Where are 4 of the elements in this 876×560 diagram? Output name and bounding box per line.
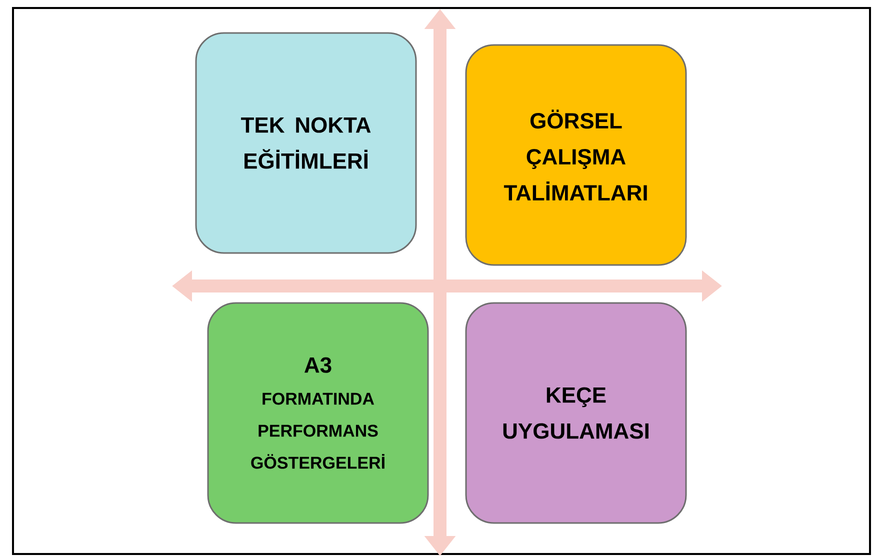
- rounded-box: KEÇE UYGULAMASI: [465, 302, 687, 524]
- rounded-box: TEK NOKTA EĞİTİMLERİ: [195, 32, 417, 254]
- rounded-box: A3 FORMATINDA PERFORMANS GÖSTERGELERİ: [207, 302, 429, 524]
- rounded-box: GÖRSEL ÇALIŞMA TALİMATLARI: [465, 44, 687, 266]
